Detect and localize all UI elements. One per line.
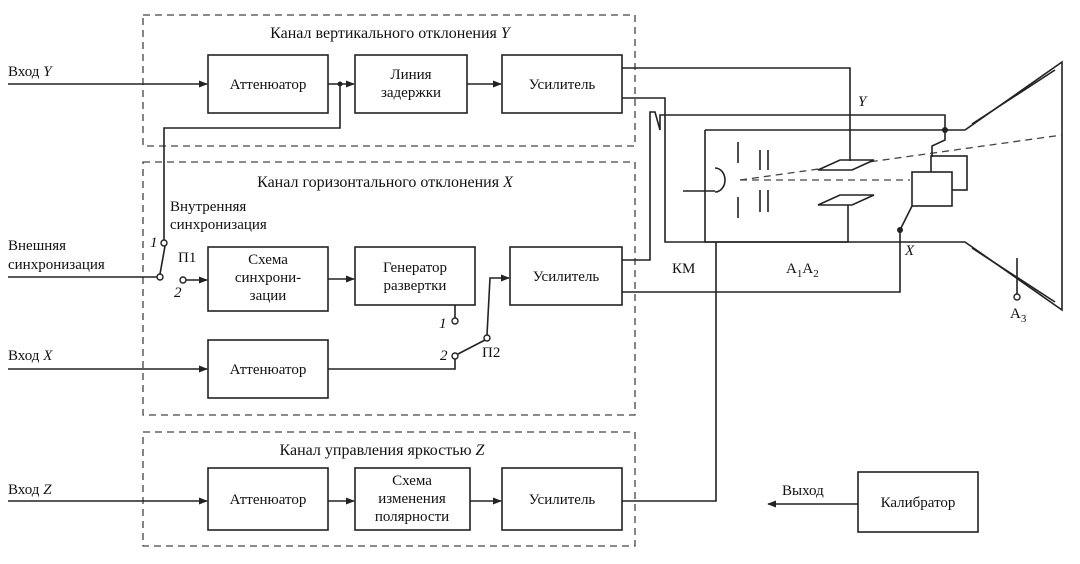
block-polarity-circuit: Схема изменения полярности: [354, 467, 471, 531]
junction-internal-sync: [337, 81, 343, 87]
crt-label-a1a2: A1A2: [786, 261, 819, 280]
wire-ampx-to-hplate-top: [622, 111, 661, 261]
ext-sync-label-2: синхронизация: [8, 257, 105, 273]
wire-ampz-to-modulator: [622, 242, 717, 502]
svg-text:синхрони-: синхрони-: [235, 270, 301, 286]
wire-ampy-to-plate-bottom: [622, 97, 849, 243]
junction-x: [897, 227, 903, 233]
crt-label-x: X: [904, 243, 915, 259]
panel-z-channel: [142, 431, 636, 547]
input-z-label: Вход Z: [8, 482, 52, 498]
block-attenuator-y: Аттенюатор: [207, 54, 329, 114]
panel-y-title: Канал вертикального отклонения Y: [270, 25, 512, 42]
crt-label-y: Y: [858, 94, 868, 110]
vertical-deflection-plates: [817, 159, 875, 206]
svg-text:зации: зации: [250, 288, 287, 304]
svg-text:задержки: задержки: [381, 85, 441, 101]
crt-label-km: КМ: [672, 261, 695, 277]
switch-p1-pivot: [156, 273, 164, 281]
wire-anode-to-hplate: [931, 130, 946, 157]
svg-text:Схема: Схема: [248, 252, 288, 268]
svg-text:Схема: Схема: [392, 473, 432, 489]
svg-text:Усилитель: Усилитель: [529, 77, 596, 93]
switch-p2-contact-2: [451, 352, 459, 360]
svg-text:Генератор: Генератор: [383, 260, 447, 276]
internal-sync-label-2: синхронизация: [170, 217, 267, 233]
block-attenuator-z: Аттенюатор: [207, 467, 329, 531]
horizontal-deflection-plates: [911, 155, 968, 207]
output-label: Выход: [782, 483, 824, 499]
switch-p2-pos1: 1: [439, 316, 447, 332]
panel-y-channel: [142, 14, 636, 147]
switch-p1-pos1: 1: [150, 235, 158, 251]
svg-text:Аттенюатор: Аттенюатор: [230, 77, 307, 93]
svg-text:Усилитель: Усилитель: [529, 492, 596, 508]
switch-p1-contact-1: [160, 239, 168, 247]
switch-p1-label: П1: [178, 250, 196, 266]
switch-p1-pos2: 2: [174, 285, 182, 301]
block-sync-circuit: Схема синхрони- зации: [207, 246, 329, 312]
switch-p2-blade: [457, 339, 486, 355]
switch-p2-pos2: 2: [440, 348, 448, 364]
crt-tube: [704, 60, 1063, 312]
switch-p1-contact-2: [179, 276, 187, 284]
ext-sync-label-1: Внешняя: [8, 238, 66, 254]
panel-z-title: Канал управления яркостью Z: [280, 442, 486, 459]
switch-p2-label: П2: [482, 345, 500, 361]
panel-x-channel: [142, 161, 636, 416]
svg-text:Линия: Линия: [390, 67, 431, 83]
input-y-label: Вход Y: [8, 64, 53, 80]
svg-text:изменения: изменения: [378, 491, 446, 507]
block-sweep-generator: Генератор развертки: [354, 246, 476, 306]
block-amplifier-y: Усилитель: [501, 54, 623, 114]
svg-text:Аттенюатор: Аттенюатор: [230, 492, 307, 508]
electron-gun: [683, 142, 769, 218]
internal-sync-label-1: Внутренняя: [170, 199, 246, 215]
panel-x-title: Канал горизонтального отклонения X: [257, 174, 514, 191]
svg-text:Усилитель: Усилитель: [533, 269, 600, 285]
wire-ampy-to-plate-top: [622, 67, 851, 161]
block-amplifier-z: Усилитель: [501, 467, 623, 531]
svg-text:Калибратор: Калибратор: [881, 495, 956, 511]
svg-text:Аттенюатор: Аттенюатор: [230, 362, 307, 378]
switch-p1-blade: [159, 245, 166, 275]
wire-attx-to-p2: [328, 359, 456, 370]
block-calibrator: Калибратор: [857, 471, 979, 533]
wire-ampx-to-hplate-bottom: [622, 205, 913, 293]
block-amplifier-x: Усилитель: [509, 246, 623, 306]
crt-label-a3: A3: [1010, 306, 1027, 325]
switch-p2-contact-1: [451, 317, 459, 325]
terminal-a3: [1013, 293, 1021, 301]
wire-anodes: [659, 114, 946, 130]
wire-p2-to-ampx: [486, 274, 510, 336]
svg-text:развертки: развертки: [384, 278, 447, 294]
block-delay-line: Линия задержки: [354, 54, 468, 114]
input-x-label: Вход X: [8, 348, 53, 364]
svg-text:полярности: полярности: [375, 509, 449, 525]
block-attenuator-x: Аттенюатор: [207, 339, 329, 399]
wire-internal-sync: [163, 84, 341, 240]
